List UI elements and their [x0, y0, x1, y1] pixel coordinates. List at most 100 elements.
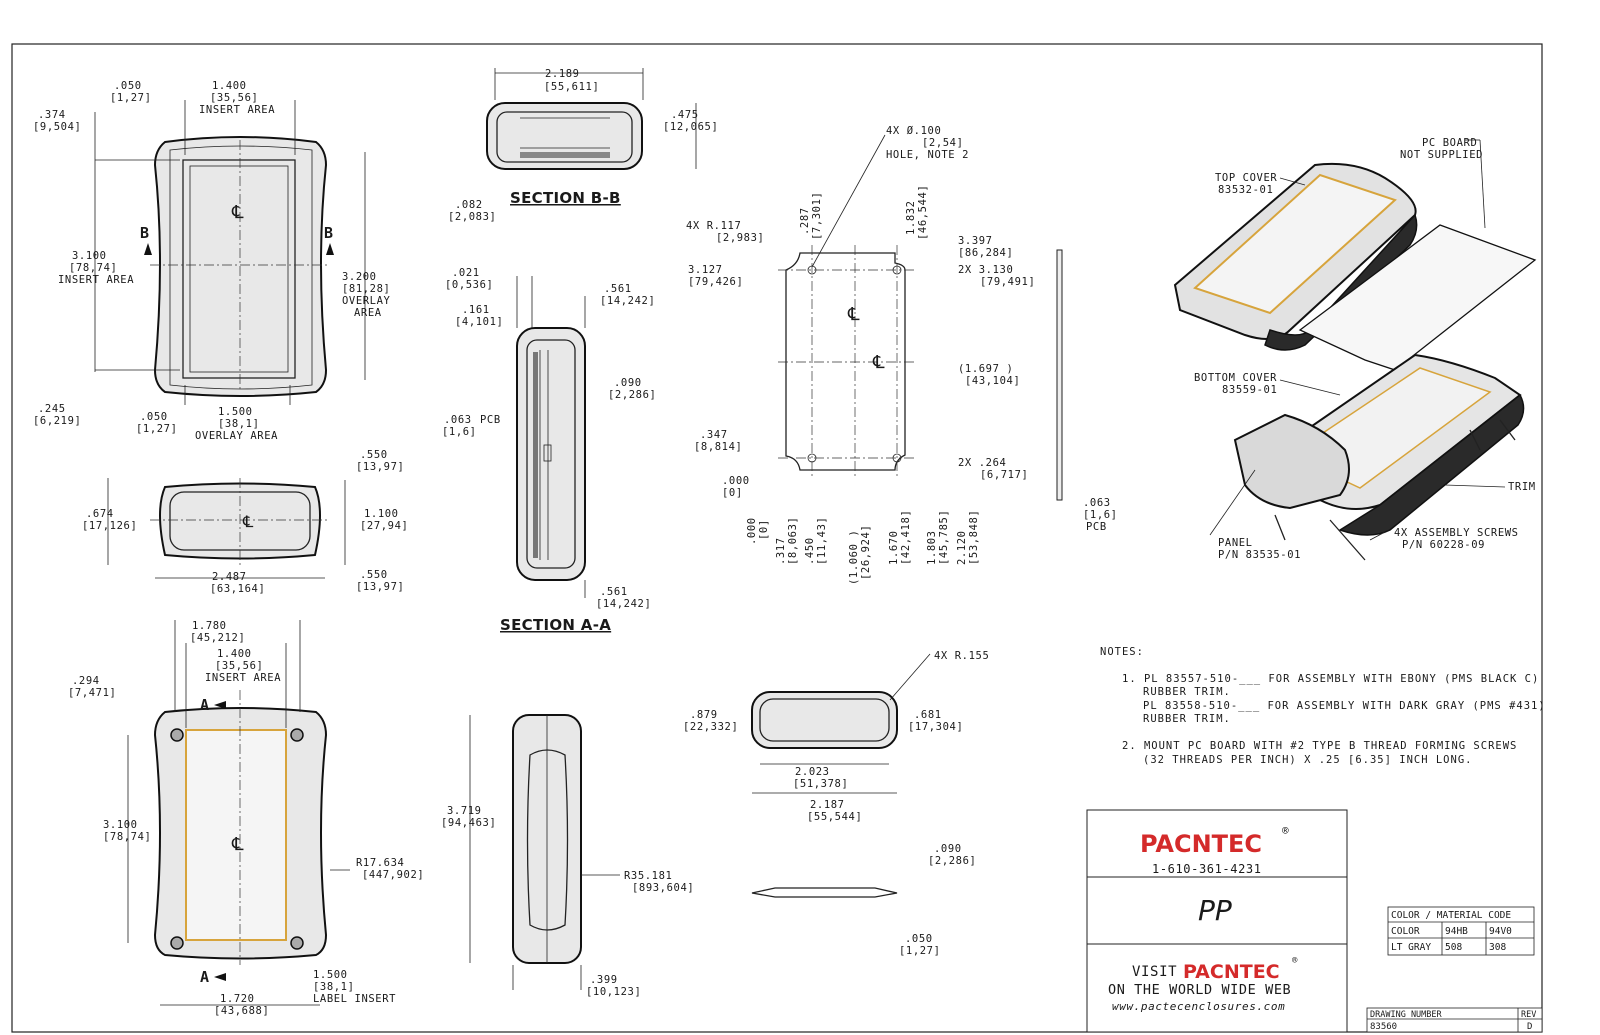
dim-2187-mm: [55,544]	[807, 811, 862, 823]
dim-3130-mm: [79,491]	[980, 276, 1035, 288]
overlay-label: OVERLAY	[342, 295, 391, 307]
note-2b: (32 THREADS PER INCH) X .25 [6.35] INCH …	[1143, 754, 1472, 766]
dim-245-mm: [6,219]	[33, 415, 81, 427]
dim-2189: 2.189	[545, 68, 580, 80]
dim-1832: 1.832	[905, 200, 917, 235]
sheet-border	[11, 43, 1543, 1033]
dim-1780: 1.780	[192, 620, 227, 632]
section-b-marker-right: B	[324, 224, 333, 242]
note-1a: 1. PL 83557-510-___ FOR ASSEMBLY WITH EB…	[1122, 673, 1539, 685]
dim-1780-mm: [45,212]	[190, 632, 245, 644]
hole-note-2: [2,54]	[922, 137, 964, 149]
dim-879-mm: [22,332]	[683, 721, 738, 733]
svg-text:℄: ℄	[872, 352, 885, 373]
dim-1500: 1.500	[218, 406, 253, 418]
screws-label: 4X ASSEMBLY SCREWS	[1394, 527, 1519, 539]
dim-550b: .550	[360, 569, 388, 581]
x-450: .450	[804, 537, 816, 565]
insert-area-label-2: INSERT AREA	[58, 274, 134, 286]
dim-3200-mm: [81,28]	[342, 283, 390, 295]
rev-value: D	[1527, 1022, 1532, 1032]
dim-347-mm: [8,814]	[694, 441, 742, 453]
pcb-edge-063: .063	[1083, 497, 1111, 509]
trim-label: TRIM	[1508, 481, 1536, 493]
panel-pn: P/N 83535-01	[1218, 549, 1301, 561]
x-1670: 1.670	[888, 530, 900, 565]
x-1670-mm: [42,418]	[900, 510, 912, 565]
pc-board-label: PC BOARD	[1422, 137, 1477, 149]
dim-090-panel-mm: [2,286]	[928, 855, 976, 867]
pcb-edge-label: PCB	[1086, 521, 1107, 533]
pcb-view: ℄ ℄ 4X Ø.100 [2,54] HOLE, NOTE 2 4X R.11…	[686, 125, 1118, 585]
dim-3100b-mm: [78,74]	[103, 831, 151, 843]
dim-2487: 2.487	[212, 571, 247, 583]
hole-note-1: 4X Ø.100	[886, 125, 941, 137]
dim-294: .294	[72, 675, 100, 687]
top-cover-label: TOP COVER	[1215, 172, 1277, 184]
dim-2189-mm: [55,611]	[544, 81, 599, 93]
note-2a: 2. MOUNT PC BOARD WITH #2 TYPE B THREAD …	[1122, 740, 1517, 752]
drawing-number: 83560	[1370, 1022, 1397, 1032]
dim-3100-mm: [78,74]	[69, 262, 117, 274]
panel-view: 4X R.155 .879 [22,332] .681 [17,304] 2.0…	[683, 650, 989, 957]
website-url: www.pactecenclosures.com	[1112, 1000, 1285, 1013]
dim-399-mm: [10,123]	[586, 986, 641, 998]
dim-3397: 3.397	[958, 235, 993, 247]
dim-r35181: R35.181	[624, 870, 672, 882]
note-1d: RUBBER TRIM.	[1143, 713, 1231, 725]
dim-674-mm: [17,126]	[82, 520, 137, 532]
registered-mark: ®	[1282, 824, 1289, 837]
x-2120: 2.120	[956, 530, 968, 565]
dim-1697-mm: [43,104]	[965, 375, 1020, 387]
phone-number: 1-610-361-4231	[1152, 862, 1262, 876]
dim-050b-mm: [1,27]	[136, 423, 178, 435]
material-cell-94hb: 508	[1445, 942, 1462, 953]
top-cover-pn: 83532-01	[1218, 184, 1273, 196]
x-317-mm: [8,063]	[787, 517, 799, 565]
dim-1400b: 1.400	[217, 648, 252, 660]
dim-1400b-mm: [35,56]	[215, 660, 263, 672]
dim-1100-mm: [27,94]	[360, 520, 408, 532]
dim-1400: 1.400	[212, 80, 247, 92]
dim-1500-label-mm: [38,1]	[313, 981, 355, 993]
x-1803: 1.803	[926, 530, 938, 565]
material-cell-94v0: 308	[1489, 942, 1506, 953]
dim-1400-mm: [35,56]	[210, 92, 258, 104]
dim-3127: 3.127	[688, 264, 723, 276]
brand-logo-small: PACNTEC	[1183, 961, 1280, 983]
dim-1500-mm: [38,1]	[218, 418, 260, 430]
dim-050-panel-mm: [1,27]	[899, 945, 941, 957]
pcb-edge-063-mm: [1,6]	[1083, 509, 1118, 521]
dim-374-mm: [9,504]	[33, 121, 81, 133]
rev-label: REV	[1521, 1010, 1536, 1020]
notes-heading: NOTES:	[1100, 646, 1144, 658]
dim-681: .681	[914, 709, 942, 721]
dim-561b-mm: [14,242]	[596, 598, 651, 610]
dim-550: .550	[360, 449, 388, 461]
material-cell-color: LT GRAY	[1391, 942, 1431, 953]
dim-1500-label: 1.500	[313, 969, 348, 981]
dim-r17634-mm: [447,902]	[362, 869, 424, 881]
dim-1832-mm: [46,544]	[917, 185, 929, 240]
dim-161-mm: [4,101]	[455, 316, 503, 328]
section-bb-view: 2.189 [55,611] .475 [12,065] .082 [2,083…	[448, 68, 718, 223]
svg-text:℄: ℄	[847, 304, 860, 325]
dim-050b: .050	[140, 411, 168, 423]
dim-681-mm: [17,304]	[908, 721, 963, 733]
x-1060: (1.060 )	[848, 530, 860, 585]
model-name: PP	[1198, 894, 1232, 927]
dim-561: .561	[604, 283, 632, 295]
dim-063: .063	[444, 414, 472, 426]
overlay-area-label: OVERLAY AREA	[195, 430, 278, 442]
dim-399: .399	[590, 974, 618, 986]
front-view: ℄ B B .050 [1,27] 1.400 [35,56] INSERT A…	[33, 80, 391, 442]
drawing-number-label: DRAWING NUMBER	[1370, 1010, 1443, 1020]
r117-mm: [2,983]	[716, 232, 764, 244]
dim-3397-mm: [86,284]	[958, 247, 1013, 259]
insert-area-label-3: INSERT AREA	[205, 672, 281, 684]
notes: NOTES: 1. PL 83557-510-___ FOR ASSEMBLY …	[1100, 646, 1545, 766]
title-block: PACNTEC ® 1-610-361-4231 PP VISIT PACNTE…	[1086, 809, 1348, 1033]
dim-561-mm: [14,242]	[600, 295, 655, 307]
pc-board-not-supplied: NOT SUPPLIED	[1400, 149, 1483, 161]
